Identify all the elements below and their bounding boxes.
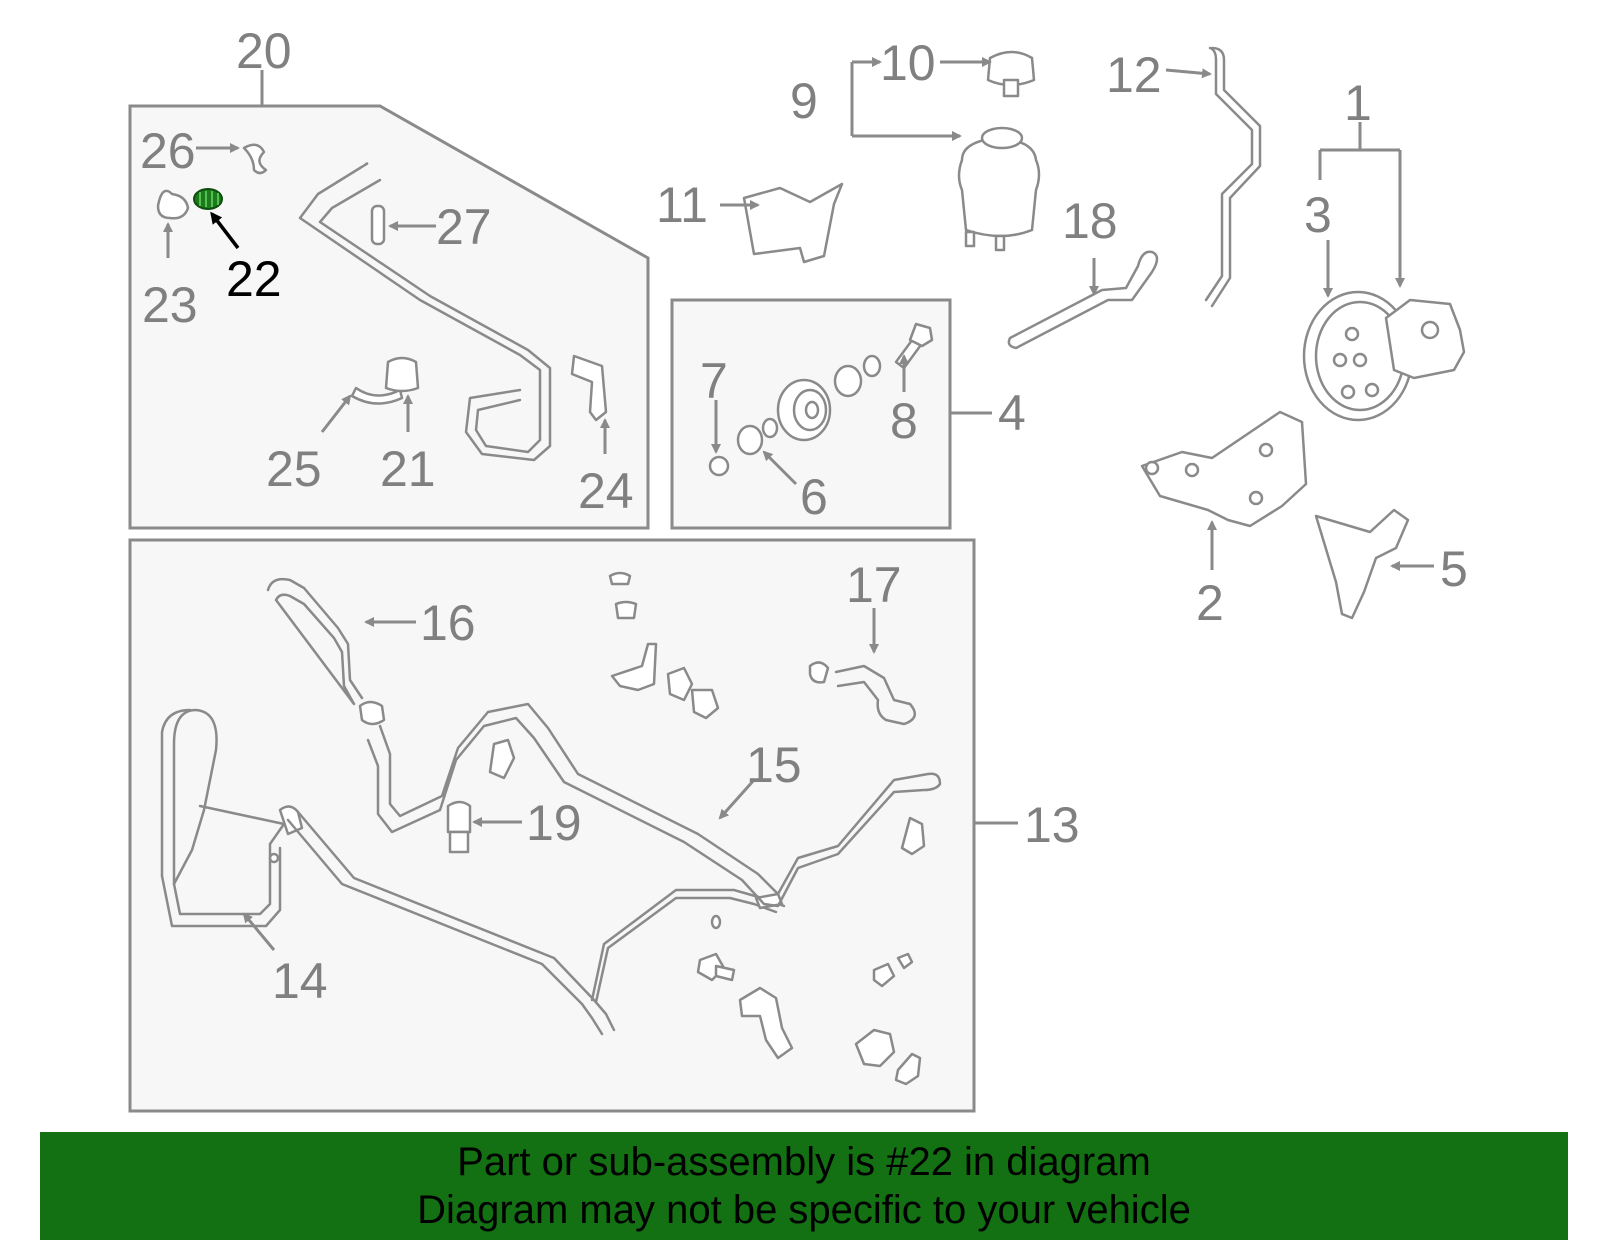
part-4-pulley [776, 378, 832, 442]
part-10-cap [986, 50, 1036, 98]
label-24: 24 [578, 463, 634, 519]
part-2-bracket [1140, 410, 1308, 528]
part-13-hardware [696, 914, 922, 1086]
part-26-clip [242, 143, 268, 175]
label-10: 10 [880, 35, 936, 91]
label-3: 3 [1304, 187, 1332, 243]
label-5: 5 [1440, 541, 1468, 597]
part-20-pressure-hose [298, 162, 552, 462]
label-11: 11 [656, 177, 708, 233]
label-9: 9 [790, 73, 818, 129]
part-16-clamp [358, 700, 386, 726]
part-23-clip [156, 189, 190, 220]
label-2: 2 [1196, 575, 1224, 631]
label-25: 25 [266, 441, 322, 497]
part-7-seal [708, 455, 730, 477]
part-5-bracket [1314, 508, 1410, 620]
group-box-20 [128, 104, 650, 530]
part-14-return-line [286, 810, 616, 1036]
label-23: 23 [142, 277, 198, 333]
label-17: 17 [846, 557, 902, 613]
label-1: 1 [1344, 75, 1372, 131]
part-25-clamp [350, 386, 404, 405]
label-21: 21 [380, 441, 436, 497]
label-22: 22 [226, 251, 282, 307]
footer-line-1: Part or sub-assembly is #22 in diagram [457, 1140, 1151, 1184]
part-18-hose [1007, 250, 1159, 350]
part-12-hose [1204, 46, 1262, 308]
part-15-clamp [488, 738, 516, 780]
label-8: 8 [890, 393, 918, 449]
label-6: 6 [800, 469, 828, 525]
label-13: 13 [1024, 797, 1080, 853]
label-15: 15 [746, 737, 802, 793]
label-7: 7 [700, 353, 728, 409]
part-16-hose [266, 577, 364, 706]
part-19-fitting [446, 800, 472, 854]
part-27-clip [370, 204, 386, 246]
part-9-reservoir [957, 126, 1041, 252]
part-24-bracket [570, 354, 608, 422]
label-4: 4 [998, 385, 1026, 441]
part-3-pump [1302, 290, 1466, 422]
label-16: 16 [420, 595, 476, 651]
part-11-bracket [742, 182, 844, 264]
label-12: 12 [1106, 47, 1162, 103]
label-26: 26 [140, 123, 196, 179]
label-27: 27 [436, 199, 492, 255]
part-13-bracket-set [608, 571, 720, 720]
part-4-washer [862, 354, 882, 378]
part-15-line [366, 702, 942, 908]
footer-banner: Part or sub-assembly is #22 in diagram D… [40, 1132, 1568, 1240]
label-20: 20 [236, 23, 292, 79]
part-22-grommet [193, 188, 223, 210]
part-14-hose [160, 708, 304, 928]
part-17-hose [808, 661, 917, 726]
part-21-grommet [384, 356, 420, 393]
part-6-washer-b [761, 417, 779, 439]
part-6-washer [736, 424, 764, 456]
label-18: 18 [1062, 193, 1118, 249]
footer-line-2: Diagram may not be specific to your vehi… [417, 1188, 1191, 1232]
group-box-13 [128, 538, 976, 1113]
label-14: 14 [272, 953, 328, 1009]
part-13-clamp-b [900, 816, 926, 856]
part-4-spacer [833, 364, 863, 398]
label-19: 19 [526, 795, 582, 851]
